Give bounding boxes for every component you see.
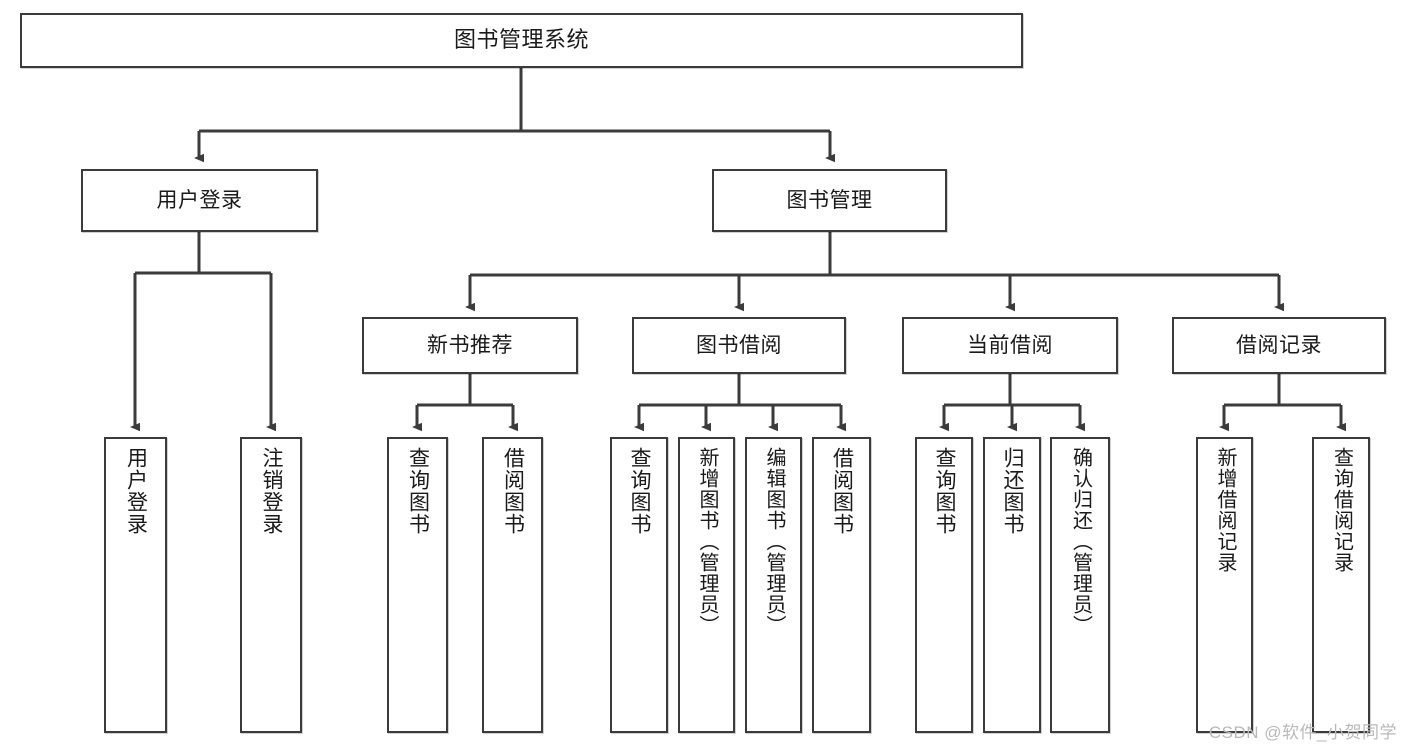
node-label: 借阅图书 (501, 447, 525, 535)
node-leaf-borrow-book-recommend[interactable]: 借阅图书 (482, 437, 543, 733)
node-book-management[interactable]: 图书管理 (712, 169, 947, 232)
node-label: 图书管理系统 (453, 27, 589, 53)
node-label: 用户登录 (156, 188, 243, 212)
node-leaf-logout-login[interactable]: 注销登录 (240, 437, 302, 733)
node-label: 查询图书 (406, 447, 430, 535)
node-leaf-add-book[interactable]: 新增图书（管理员） (678, 437, 735, 733)
node-leaf-confirm-return[interactable]: 确认归还（管理员） (1050, 437, 1110, 733)
node-label: 借阅记录 (1236, 333, 1322, 357)
node-leaf-query-book-recommend[interactable]: 查询图书 (387, 437, 448, 733)
node-label: 图书管理 (786, 188, 873, 212)
node-label: 图书借阅 (696, 333, 782, 357)
node-leaf-borrow-book[interactable]: 借阅图书 (812, 437, 871, 733)
node-label: 新书推荐 (427, 333, 513, 357)
node-label: 新增图书（管理员） (696, 447, 718, 636)
node-label: 新增借阅记录 (1214, 447, 1236, 573)
node-label: 归还图书 (1001, 447, 1025, 535)
node-leaf-query-book-borrow[interactable]: 查询图书 (610, 437, 668, 733)
node-leaf-query-book-current[interactable]: 查询图书 (915, 437, 973, 733)
node-leaf-edit-book[interactable]: 编辑图书（管理员） (745, 437, 802, 733)
node-new-book-recommend[interactable]: 新书推荐 (362, 317, 578, 374)
node-leaf-return-book[interactable]: 归还图书 (983, 437, 1041, 733)
node-label: 查询图书 (933, 447, 957, 535)
node-label: 查询图书 (628, 447, 652, 535)
node-label: 查询借阅记录 (1330, 447, 1353, 573)
node-leaf-user-login[interactable]: 用户登录 (104, 437, 167, 733)
node-label: 编辑图书（管理员） (763, 447, 785, 636)
node-label: 用户登录 (124, 447, 148, 535)
node-label: 注销登录 (260, 447, 284, 535)
node-user-login[interactable]: 用户登录 (81, 169, 318, 232)
node-leaf-query-borrow-record[interactable]: 查询借阅记录 (1312, 437, 1370, 733)
node-borrow-record[interactable]: 借阅记录 (1172, 317, 1386, 374)
node-current-borrow[interactable]: 当前借阅 (902, 317, 1118, 374)
node-leaf-add-borrow-record[interactable]: 新增借阅记录 (1196, 437, 1253, 733)
node-book-borrow[interactable]: 图书借阅 (632, 317, 846, 374)
node-label: 当前借阅 (967, 333, 1053, 357)
node-label: 确认归还（管理员） (1069, 447, 1092, 636)
node-root-book-management-system[interactable]: 图书管理系统 (20, 13, 1023, 68)
watermark: CSDN @软件_小贺同学 (1208, 723, 1397, 742)
node-label: 借阅图书 (830, 447, 854, 535)
